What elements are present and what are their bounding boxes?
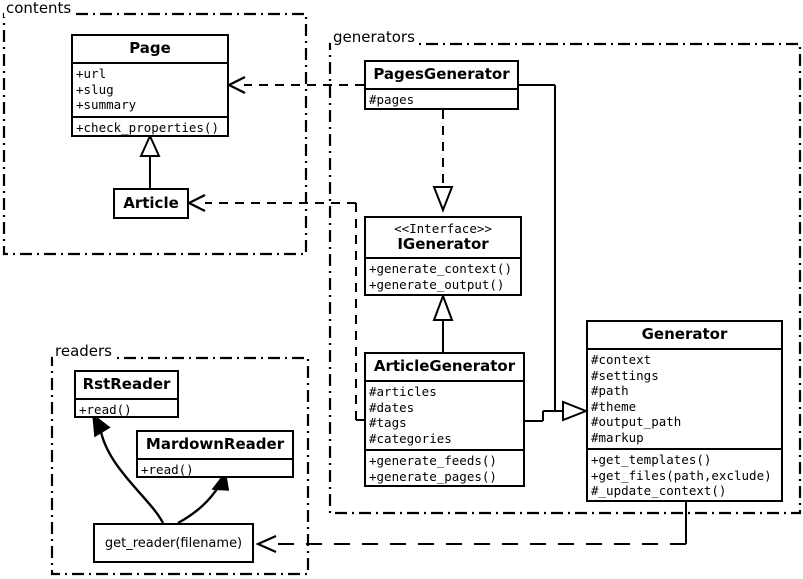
method-row: +read()	[79, 402, 132, 417]
class-box-page[interactable]: Page +url +slug +summary +check_properti…	[71, 34, 229, 137]
class-box-generator[interactable]: Generator #context #settings #path #them…	[586, 320, 783, 502]
class-box-article[interactable]: Article	[113, 188, 189, 219]
method-row: +read()	[141, 462, 194, 477]
attribute-row: #settings	[591, 367, 659, 383]
class-name-article: Article	[123, 194, 179, 212]
attribute-row: #dates	[369, 399, 415, 415]
class-name-pages-generator: PagesGenerator	[373, 65, 510, 83]
class-stereotype-igenerator: <<Interface>>	[394, 221, 492, 236]
class-methods-article-generator: +generate_feeds() +generate_pages()	[366, 449, 523, 487]
edge-article-inherits-page	[139, 133, 161, 188]
class-methods-igenerator: +generate_context() +generate_output()	[366, 257, 520, 295]
attribute-row: +slug	[76, 81, 114, 97]
attribute-row: #categories	[369, 430, 452, 446]
class-box-igenerator[interactable]: <<Interface>> IGenerator +generate_conte…	[364, 216, 522, 296]
attribute-row: #tags	[369, 415, 407, 430]
class-name-mardown-reader: MardownReader	[145, 435, 285, 453]
class-name-page: Page	[129, 39, 171, 57]
class-methods-mardown-reader: +read()	[138, 458, 292, 481]
package-label-readers: readers	[53, 342, 114, 360]
method-row: +generate_feeds()	[369, 453, 497, 468]
class-methods-page: +check_properties()	[73, 115, 227, 139]
attribute-row: #articles	[369, 384, 437, 399]
class-attributes-pages-generator: #pages	[366, 88, 517, 111]
method-row: +get_files(path,exclude)	[591, 467, 772, 483]
attribute-row: #theme	[591, 398, 637, 414]
class-box-mardown-reader[interactable]: MardownReader +read()	[136, 430, 294, 478]
method-row: +generate_output()	[369, 276, 505, 292]
class-methods-rst-reader: +read()	[76, 398, 177, 421]
class-name-article-generator: ArticleGenerator	[373, 357, 516, 375]
edge-pagesgenerator-extends-generator	[519, 84, 563, 412]
class-name-igenerator: IGenerator	[397, 235, 489, 253]
class-name-rst-reader: RstReader	[82, 375, 171, 393]
function-box-get-reader[interactable]: get_reader(filename)	[93, 523, 254, 563]
attribute-row: #pages	[369, 92, 415, 107]
method-row: +generate_context()	[369, 261, 512, 276]
class-attributes-generator: #context #settings #path #theme #output_…	[588, 348, 781, 448]
edge-articlegenerator-extends-igenerator	[432, 293, 454, 352]
method-row: +check_properties()	[76, 119, 219, 135]
attribute-row: #output_path	[591, 414, 682, 429]
attribute-row: +summary	[76, 97, 137, 112]
class-methods-generator: +get_templates() +get_files(path,exclude…	[588, 448, 781, 502]
attribute-row: #context	[591, 352, 652, 367]
class-box-pages-generator[interactable]: PagesGenerator #pages	[364, 60, 519, 110]
edge-pagesgenerator-uses-page	[226, 76, 364, 94]
class-name-generator: Generator	[641, 325, 728, 343]
attribute-row: #markup	[591, 429, 644, 445]
function-label-get-reader: get_reader(filename)	[104, 535, 243, 551]
attribute-row: #path	[591, 383, 629, 398]
edge-generator-uses-getreader	[255, 502, 687, 554]
class-attributes-article-generator: #articles #dates #tags #categories	[366, 380, 523, 449]
class-box-rst-reader[interactable]: RstReader +read()	[74, 370, 179, 418]
class-attributes-page: +url +slug +summary	[73, 62, 227, 116]
edge-articlegenerator-uses-article	[186, 194, 364, 421]
method-row: #_update_context()	[591, 483, 727, 498]
package-label-contents: contents	[4, 0, 74, 17]
attribute-row: +url	[76, 66, 107, 81]
class-box-article-generator[interactable]: ArticleGenerator #articles #dates #tags …	[364, 352, 525, 487]
edge-articlegenerator-extends-generator	[525, 400, 589, 422]
package-label-generators: generators	[331, 28, 417, 46]
method-row: +generate_pages()	[369, 468, 497, 484]
method-row: +get_templates()	[591, 452, 712, 467]
edge-pagesgenerator-realizes-igenerator	[432, 110, 454, 213]
